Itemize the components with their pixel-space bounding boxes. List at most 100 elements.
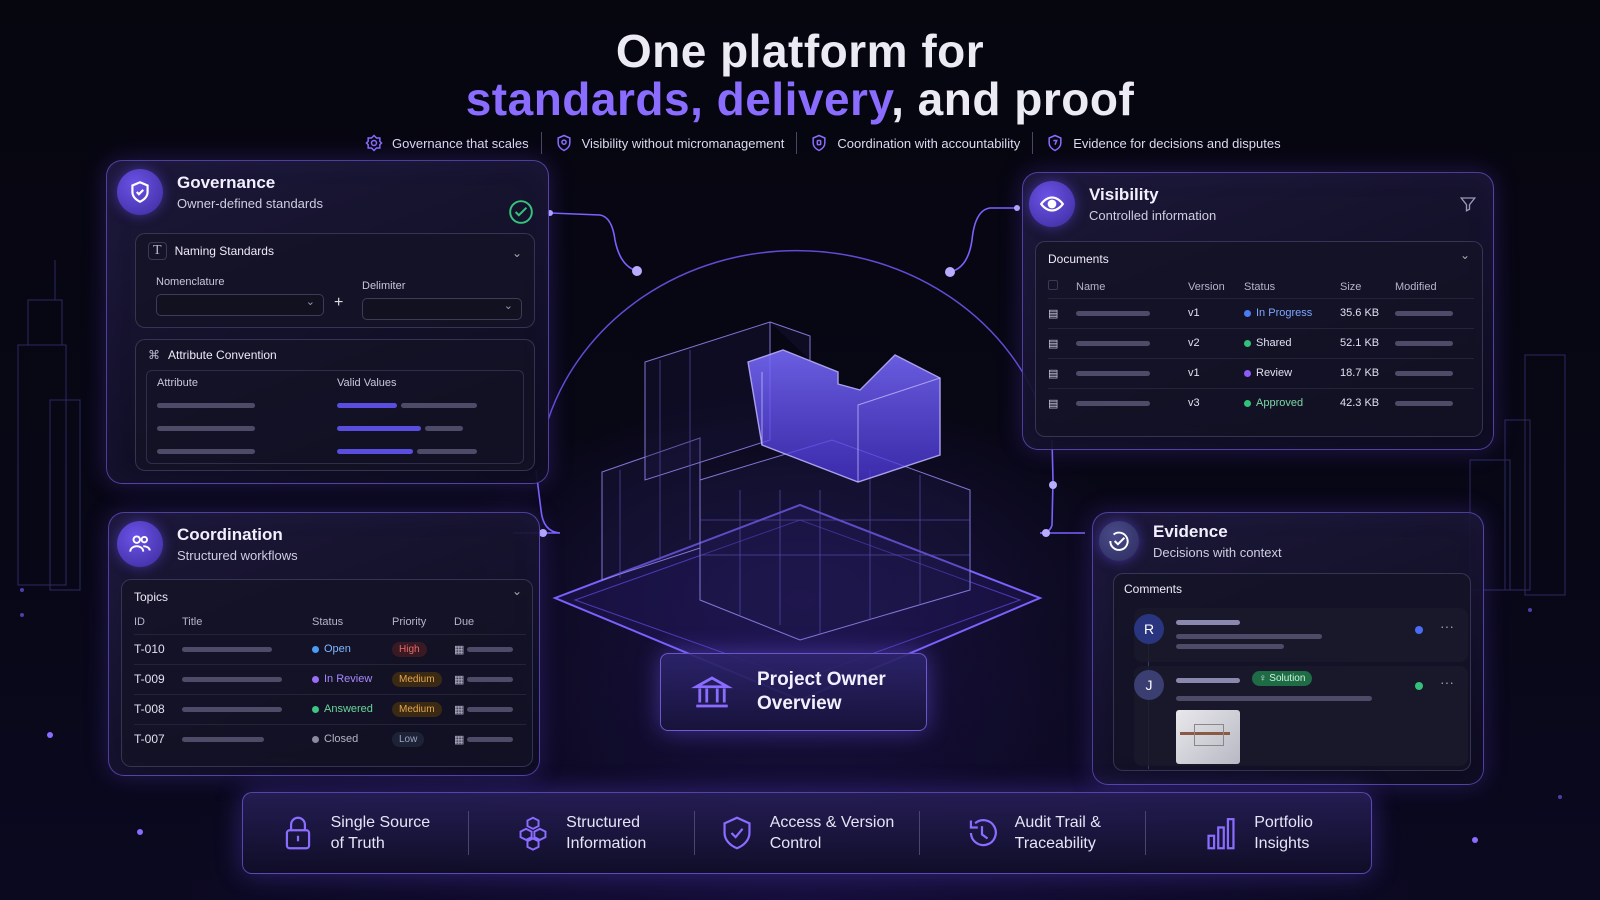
placeholder-bar (182, 646, 272, 652)
divider (919, 811, 921, 855)
version-cell: v1 (1188, 307, 1200, 319)
file-icon: ▤ (1048, 397, 1059, 410)
column-header: Status (1244, 280, 1276, 293)
feature-label: Access & Version (769, 814, 895, 831)
chevron-down-icon[interactable]: ⌄ (511, 584, 522, 598)
headline-rest: , and proof (891, 73, 1135, 125)
more-options-icon[interactable]: ··· (1440, 674, 1454, 690)
solution-tag: ♀ Solution (1252, 671, 1313, 686)
governance-card: Governance Owner-defined standards T Nam… (106, 160, 549, 484)
panel-title: Documents (1048, 252, 1109, 266)
comment-item[interactable]: R ··· (1134, 608, 1468, 662)
panel-title: Topics (134, 590, 169, 604)
table-row[interactable]: T-007 Closed Low ▦ (134, 724, 526, 754)
card-title: Governance (177, 173, 276, 192)
column-header: Priority (392, 615, 427, 628)
version-cell: v1 (1188, 367, 1200, 379)
nomenclature-select[interactable] (156, 294, 324, 316)
evidence-badge (1099, 521, 1139, 561)
naming-standards-panel: T Naming Standards ⌄ Nomenclature + Deli… (135, 233, 535, 328)
eye-icon (1039, 196, 1065, 212)
placeholder-bar (1395, 400, 1453, 406)
select-all-checkbox[interactable] (1048, 280, 1058, 291)
placeholder-bar (182, 676, 282, 682)
filter-icon[interactable] (1459, 195, 1477, 213)
column-header: Valid Values (337, 377, 397, 389)
column-header: Name (1076, 280, 1106, 293)
divider (1145, 811, 1147, 855)
placeholder-bar (401, 403, 477, 408)
pillar-evidence: Evidence for decisions and disputes (1033, 133, 1292, 153)
headline-line2: standards, delivery, and proof (0, 72, 1600, 126)
card-subtitle: Owner-defined standards (177, 196, 323, 211)
status-label: Approved (1256, 397, 1304, 410)
table-row[interactable]: ▤ v2 Shared 52.1 KB (1048, 328, 1474, 358)
attribute-table: Attribute Valid Values (146, 370, 524, 464)
comments-panel: Comments R ··· J ♀ Solution ··· (1113, 573, 1471, 771)
table-row[interactable]: ▤ v3 Approved 42.3 KB (1048, 388, 1474, 418)
priority-chip: Medium (392, 671, 442, 687)
calendar-icon: ▦ (454, 643, 465, 656)
value-bar (337, 426, 421, 431)
lock-icon (285, 816, 310, 850)
priority-chip: Medium (392, 701, 442, 717)
feature-label: Control (769, 835, 822, 852)
feature-label: Traceability (1014, 835, 1096, 852)
version-cell: v2 (1188, 337, 1200, 349)
headline-accent-delivery: delivery (716, 73, 892, 125)
priority-chip: Low (392, 731, 425, 747)
priority-chip: High (392, 641, 427, 657)
size-cell: 35.6 KB (1340, 307, 1380, 319)
more-options-icon[interactable]: ··· (1440, 618, 1454, 634)
placeholder-bar (1395, 340, 1453, 346)
table-row[interactable]: ▤ v1 Review 18.7 KB (1048, 358, 1474, 388)
size-cell: 18.7 KB (1340, 367, 1380, 379)
topics-table: ID Title Status Priority Due T-010 Open … (134, 610, 526, 754)
status-label: Shared (1256, 337, 1292, 349)
history-icon (969, 819, 997, 847)
chevron-down-icon[interactable]: ⌄ (511, 246, 522, 260)
chevron-down-icon[interactable]: ⌄ (1459, 248, 1470, 262)
avatar: J (1134, 670, 1164, 700)
table-row[interactable]: T-010 Open High ▦ (134, 634, 526, 664)
feature-label: Audit Trail & (1014, 814, 1101, 831)
placeholder-bar (157, 426, 255, 431)
column-header: Modified (1395, 280, 1437, 293)
center-label-line2: Overview (757, 693, 842, 714)
table-row[interactable]: T-009 In Review Medium ▦ (134, 664, 526, 694)
headline-line1: One platform for (615, 25, 985, 77)
pillar-governance: Governance that scales (352, 133, 541, 153)
table-row[interactable]: T-008 Answered Medium ▦ (134, 694, 526, 724)
avatar: R (1134, 614, 1164, 644)
pillar-label: Governance that scales (392, 135, 529, 151)
feature-label: Information (566, 835, 647, 852)
documents-table: Name Version Status Size Modified ▤ v1 I… (1048, 276, 1474, 418)
column-header: Due (454, 615, 475, 628)
check-icon (1109, 531, 1129, 551)
panel-title: Naming Standards (174, 244, 274, 258)
delimiter-select[interactable] (362, 298, 522, 320)
shield-check-icon (723, 816, 751, 850)
feature-label: of Truth (330, 835, 385, 852)
placeholder-bar (157, 403, 255, 408)
text-placeholder (1176, 644, 1284, 649)
table-row[interactable]: ▤ v1 In Progress 35.6 KB (1048, 298, 1474, 328)
placeholder-bar (1076, 400, 1150, 406)
size-cell: 42.3 KB (1340, 397, 1380, 410)
divider (796, 132, 798, 154)
comment-item[interactable]: J ♀ Solution ··· (1134, 666, 1468, 766)
file-icon: ▤ (1048, 337, 1059, 350)
placeholder-bar (467, 677, 514, 683)
feature-label: Insights (1254, 835, 1310, 852)
value-pillars: Governance that scales Visibility withou… (352, 132, 1293, 154)
drawing-thumbnail[interactable] (1176, 710, 1240, 764)
file-icon: ▤ (1048, 367, 1059, 380)
status-label: In Review (324, 673, 373, 685)
visibility-badge (1029, 181, 1075, 227)
